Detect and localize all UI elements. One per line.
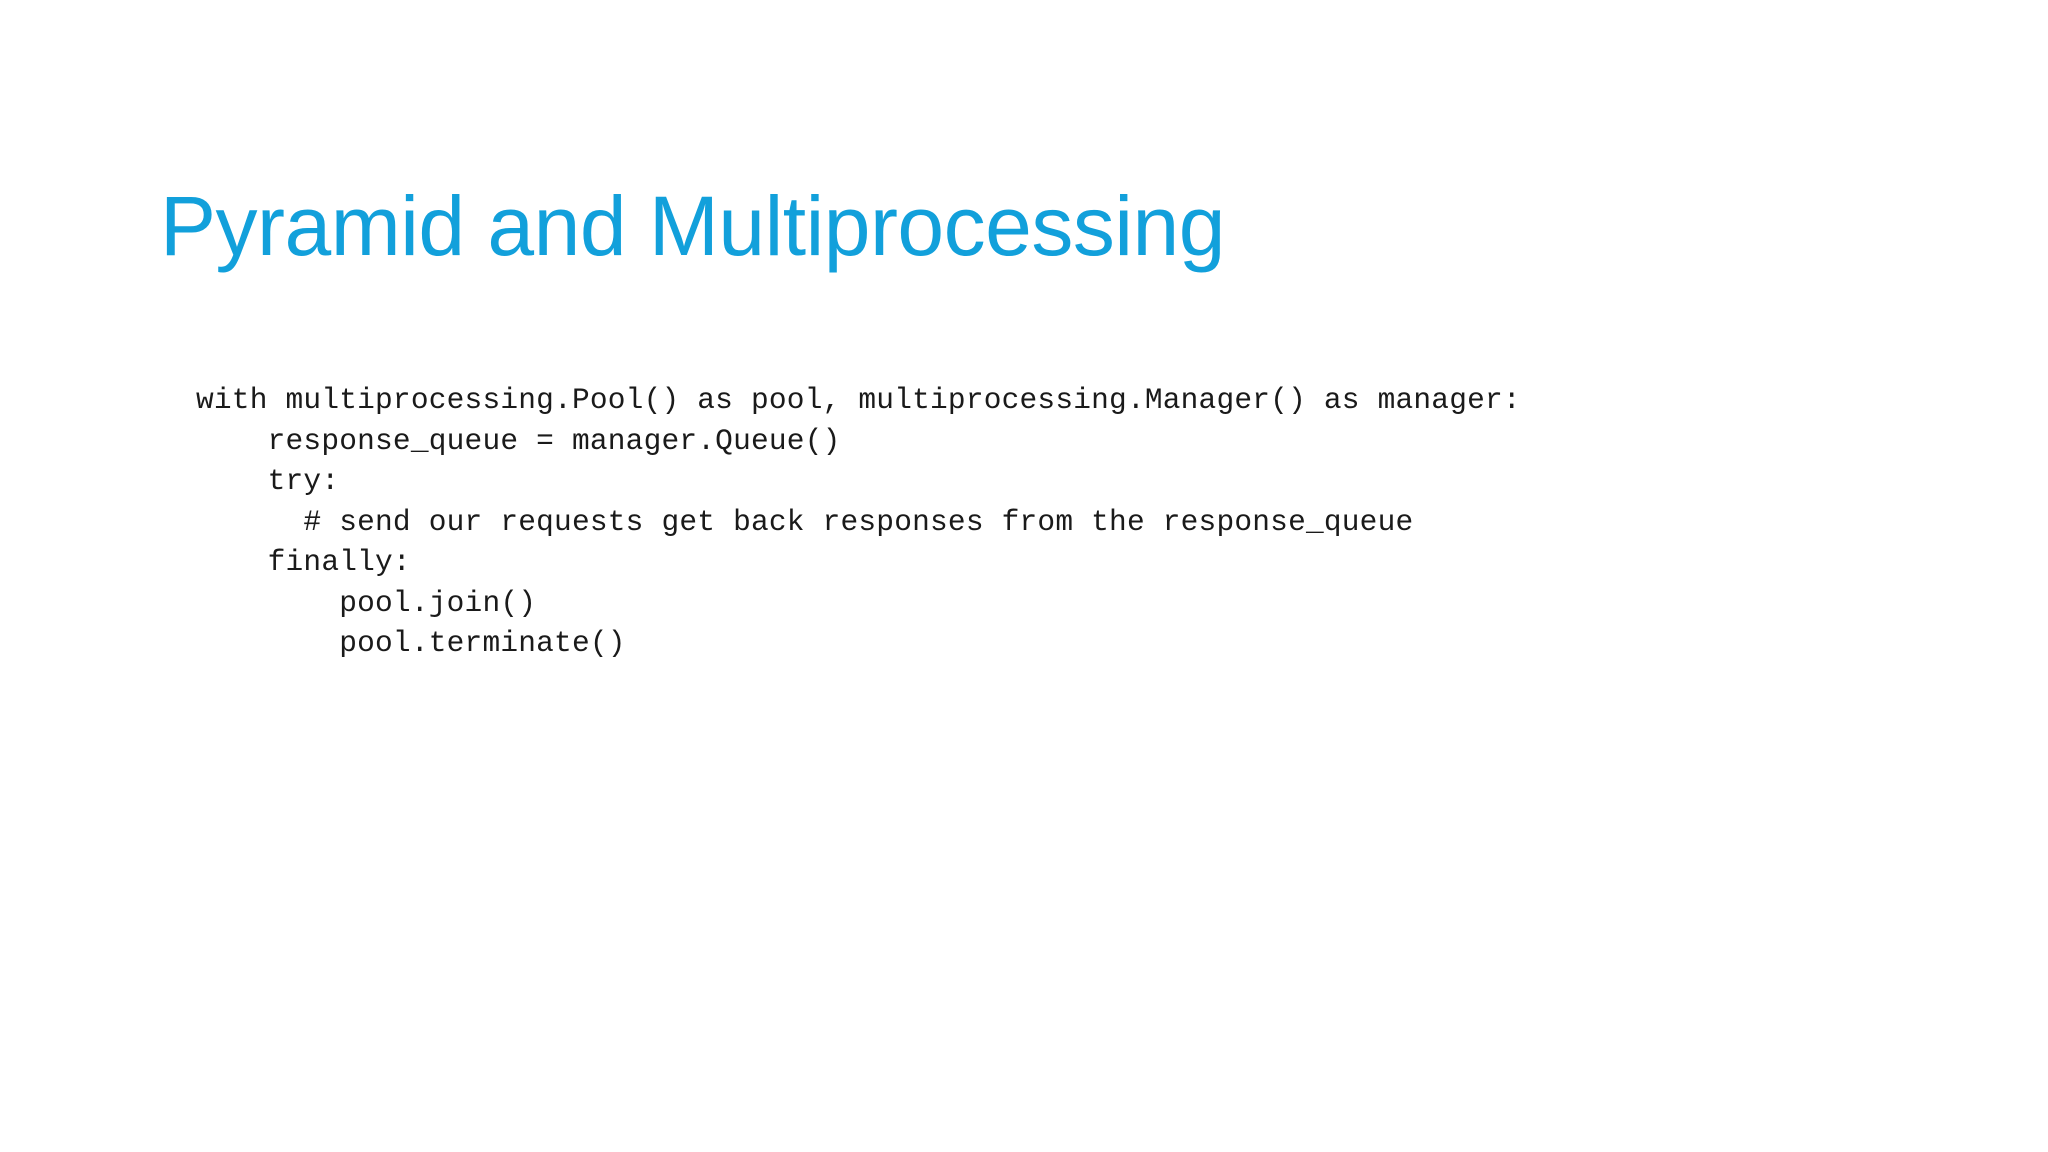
code-line: try:	[196, 464, 340, 498]
code-line: response_queue = manager.Queue()	[196, 423, 841, 458]
code-block: with multiprocessing.Pool() as pool, mul…	[196, 380, 1896, 664]
page-title: Pyramid and Multiprocessing	[160, 179, 1225, 274]
code-line: with multiprocessing.Pool() as pool, mul…	[196, 383, 1521, 417]
code-line: # send our requests get back responses f…	[196, 504, 1414, 539]
code-line: finally:	[196, 545, 411, 579]
code-line: pool.terminate()	[196, 626, 626, 660]
code-line: pool.join()	[196, 585, 537, 620]
